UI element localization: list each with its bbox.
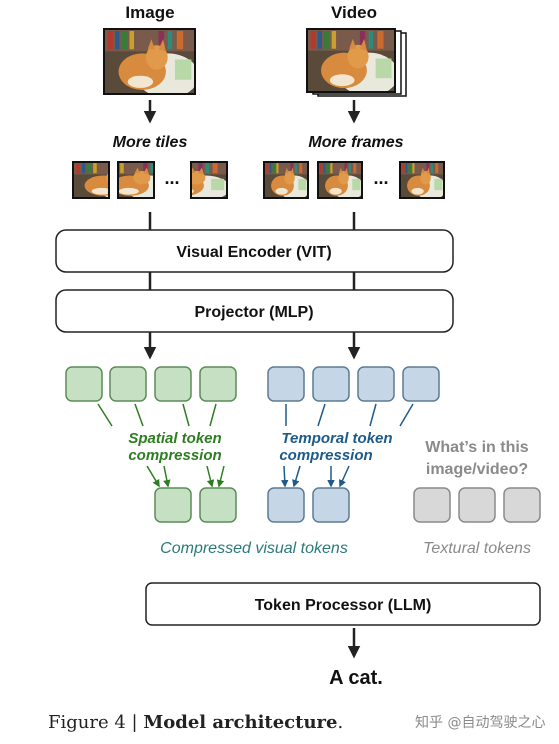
temporal-lines-top [285,403,414,427]
visual-encoder-box: Visual Encoder (VIT) [55,229,454,273]
question-line2: image/video? [426,461,528,478]
watermark: 知乎 @自动驾驶之心 [415,715,546,731]
compressed-temporal-tokens [267,487,350,523]
input-video [306,28,407,97]
temporal-tokens [267,366,440,402]
temporal-arrows-bottom [280,465,350,488]
textural-token-boxes [413,487,541,523]
visual-encoder-label: Visual Encoder (VIT) [176,244,331,261]
temporal-compression-label-line2: compression [279,447,372,464]
spatial-tokens [65,366,237,402]
frames-ellipsis: ... [373,168,388,188]
figure-caption: Figure 4 | Model architecture. [48,712,343,733]
projector-label: Projector (MLP) [194,304,313,321]
spatial-compression-label-line2: compression [128,447,221,464]
caption-suffix: . [337,712,344,733]
image-label: Image [125,3,174,22]
more-frames-label: More frames [308,134,403,151]
video-label: Video [331,3,377,22]
caption-prefix: Figure 4 | [48,712,144,733]
tiles-row: ... [72,161,228,199]
spatial-compression-label-line1: Spatial token [128,430,221,447]
frames-row: ... [263,161,445,199]
projector-box: Projector (MLP) [55,289,454,333]
question-line1: What’s in this [425,439,529,456]
compressed-spatial-tokens [154,487,237,523]
input-image [103,28,196,95]
temporal-compression-label-line1: Temporal token [281,430,392,447]
textural-tokens-label: Textural tokens [423,540,531,557]
output-text: A cat. [329,667,383,689]
more-tiles-label: More tiles [113,134,188,151]
token-processor-box: Token Processor (LLM) [145,582,541,626]
spatial-arrows-bottom [146,465,225,488]
spatial-lines-top [97,403,217,427]
tiles-ellipsis: ... [164,168,179,188]
token-processor-label: Token Processor (LLM) [255,597,432,614]
caption-title: Model architecture [143,712,338,733]
compressed-tokens-label: Compressed visual tokens [160,540,348,557]
